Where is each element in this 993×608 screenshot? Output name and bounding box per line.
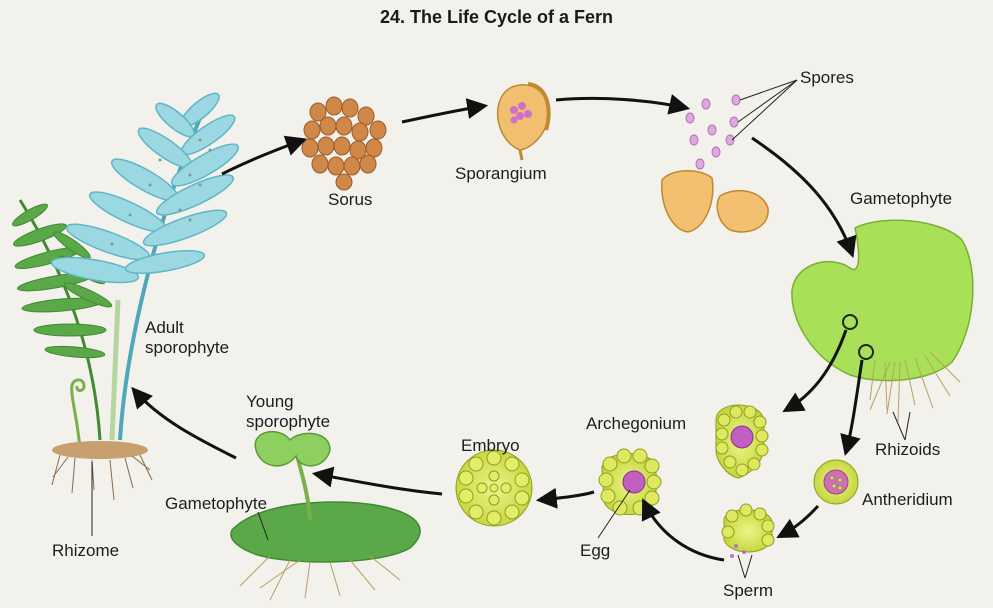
label-gametophyte-bottom: Gametophyte bbox=[165, 494, 268, 513]
spores-pointer-lines bbox=[731, 79, 798, 141]
arrow-gametophyte-to-antheridium bbox=[840, 359, 864, 457]
diagram-title: 24. The Life Cycle of a Fern bbox=[379, 7, 614, 27]
adult-sporophyte-illustration bbox=[11, 92, 240, 501]
arrow-sperm-to-egg bbox=[641, 498, 725, 562]
egg-pointer-line bbox=[597, 489, 631, 539]
sperm-pointer-lines bbox=[737, 554, 753, 579]
fertilization-illustration bbox=[598, 448, 662, 516]
arrow-spores-to-gametophyte bbox=[751, 136, 857, 258]
arrow-antheridium-to-sperm bbox=[776, 504, 820, 538]
label-adult-sporophyte: Adult sporophyte bbox=[145, 318, 230, 357]
rhizoids-pointer-lines bbox=[892, 411, 911, 441]
label-spores: Spores bbox=[800, 68, 854, 87]
archegonium-marker bbox=[842, 314, 858, 330]
label-sporangium: Sporangium bbox=[455, 164, 547, 183]
label-sorus: Sorus bbox=[328, 190, 373, 209]
open-sporangium-illustration bbox=[661, 170, 769, 233]
green-frond bbox=[11, 199, 113, 441]
label-antheridium: Antheridium bbox=[862, 490, 953, 509]
label-rhizoids: Rhizoids bbox=[875, 440, 941, 459]
archegonium-illustration bbox=[715, 404, 769, 479]
rhizome-illustration bbox=[51, 441, 153, 501]
fiddlehead bbox=[70, 378, 86, 451]
antheridium-marker bbox=[858, 344, 874, 360]
cycle-arrows bbox=[131, 94, 864, 562]
arrow-sporophyte-to-sorus bbox=[221, 135, 307, 176]
label-archegonium: Archegonium bbox=[586, 414, 687, 433]
arrow-sorus-to-sporangium bbox=[401, 98, 489, 124]
arrow-fertilization-to-embryo bbox=[535, 487, 595, 509]
label-rhizome: Rhizome bbox=[52, 541, 120, 560]
arrow-embryo-to-young-sporophyte bbox=[311, 466, 443, 496]
label-sperm: Sperm bbox=[723, 581, 774, 600]
label-egg: Egg bbox=[580, 541, 611, 560]
sporangium-illustration bbox=[496, 82, 551, 161]
antheridium-illustration bbox=[813, 459, 859, 505]
sperm-release-illustration bbox=[721, 503, 775, 553]
label-embryo: Embryo bbox=[461, 436, 520, 455]
sorus-illustration bbox=[301, 96, 387, 191]
embryo-illustration bbox=[455, 449, 533, 527]
blue-frond bbox=[50, 92, 240, 441]
label-young-sporophyte: Young sporophyte bbox=[246, 392, 331, 431]
label-gametophyte-top: Gametophyte bbox=[850, 189, 953, 208]
young-sporophyte-illustration bbox=[230, 431, 421, 601]
spores-illustration bbox=[685, 94, 741, 170]
gametophyte-bottom-pointer-line bbox=[257, 511, 269, 541]
arrow-sporangium-to-spores bbox=[555, 94, 691, 115]
gametophyte-heart-illustration bbox=[791, 219, 974, 423]
arrow-gametophyte-to-archegonium bbox=[782, 329, 848, 413]
sperm-cells bbox=[730, 544, 746, 558]
arrow-young-to-adult-sporophyte bbox=[131, 386, 237, 460]
